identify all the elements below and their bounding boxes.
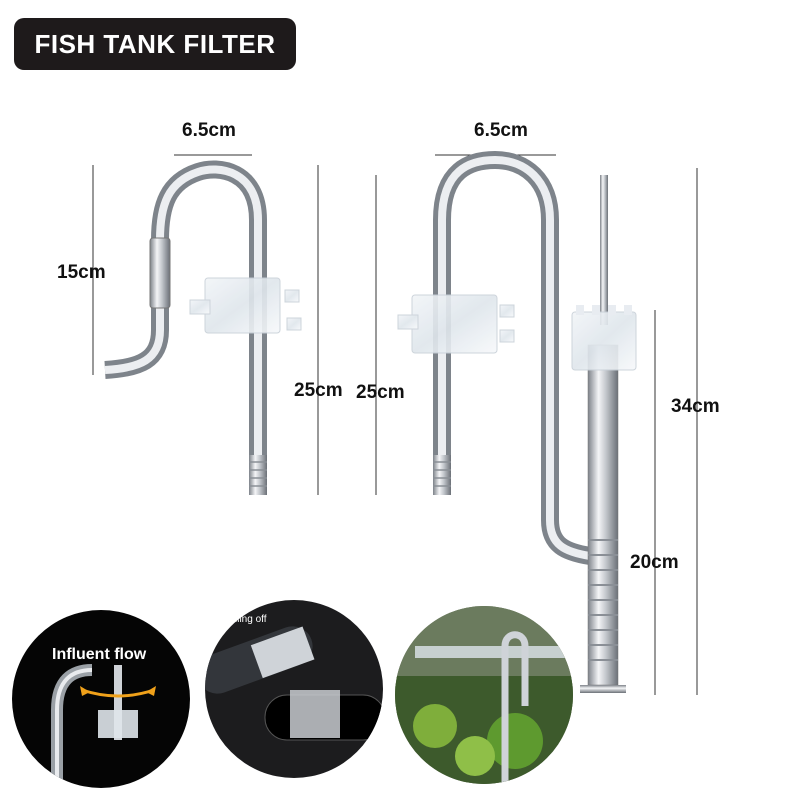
flow-label: Influent flow bbox=[52, 646, 147, 663]
dimension-lines bbox=[92, 154, 698, 695]
dim-left-width: 6.5cm bbox=[182, 120, 236, 141]
dim-lower-height: 20cm bbox=[630, 552, 679, 573]
left-pipe bbox=[104, 160, 302, 495]
flow-detail-circle: Influent flow bbox=[12, 610, 190, 788]
right-pipe bbox=[397, 150, 637, 693]
title-badge: FISH TANK FILTER bbox=[14, 18, 296, 70]
page-title: FISH TANK FILTER bbox=[34, 28, 276, 59]
aquarium-art bbox=[395, 606, 573, 784]
dim-left-hook-height: 15cm bbox=[57, 262, 106, 283]
dim-left-length: 25cm bbox=[294, 380, 343, 401]
flow-detail-art bbox=[51, 664, 156, 788]
anti-fall-label: lling off bbox=[235, 614, 267, 625]
dim-right-width: 6.5cm bbox=[474, 120, 528, 141]
connector-detail-art bbox=[205, 626, 383, 741]
aquarium-photo-circle bbox=[395, 606, 573, 784]
dim-total-height: 34cm bbox=[671, 396, 720, 417]
dim-right-length: 25cm bbox=[356, 382, 405, 403]
anti-fall-detail-circle: lling off bbox=[205, 600, 383, 778]
